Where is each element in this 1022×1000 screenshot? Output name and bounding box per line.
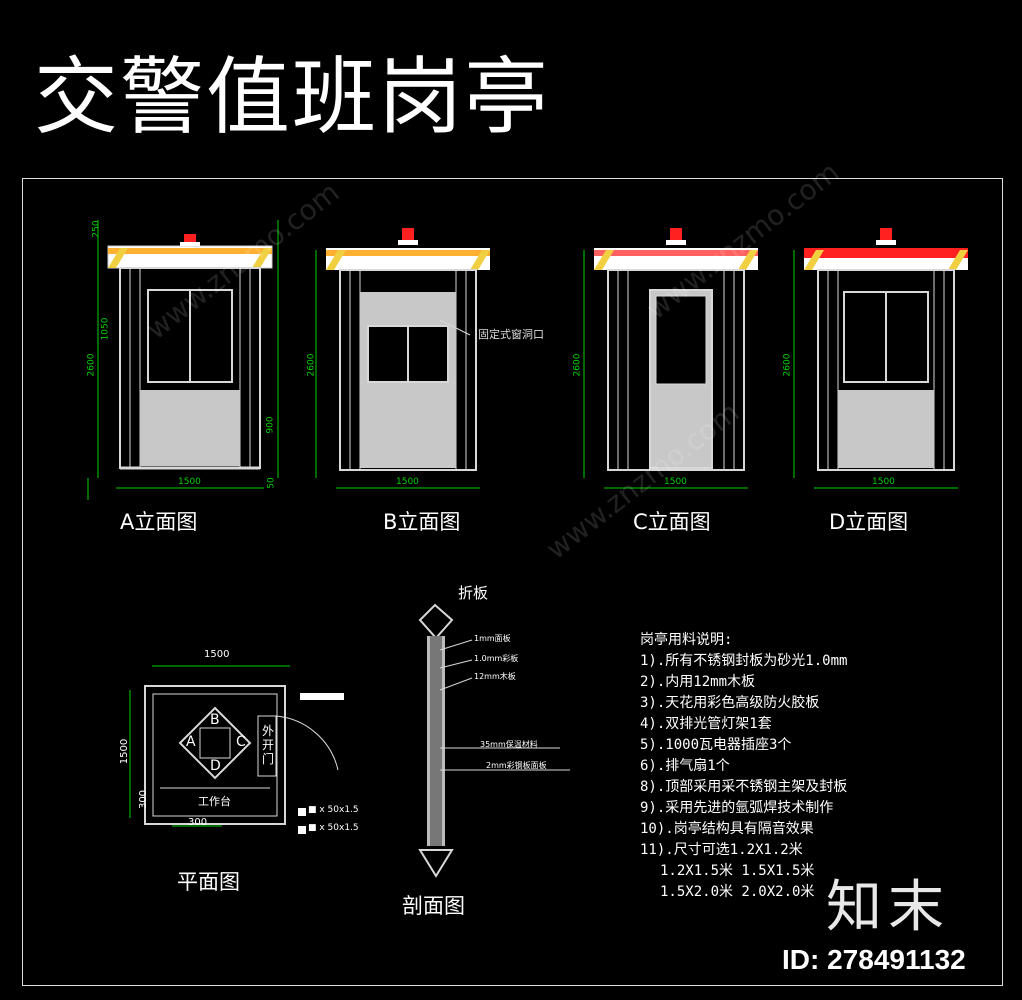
plan-door-label: 外开门 bbox=[262, 724, 275, 766]
plan-side-dim: 300 bbox=[138, 789, 150, 810]
elev-c-height-dim: 2600 bbox=[572, 353, 583, 377]
elev-b-width-dim: 1500 bbox=[396, 477, 419, 487]
section-layer-1: 1mm面板 bbox=[474, 634, 511, 643]
drawing-title: 交警值班岗亭 bbox=[34, 48, 551, 146]
notes-heading: 岗亭用料说明: bbox=[640, 632, 733, 648]
elev-d-width-dim: 1500 bbox=[872, 477, 895, 487]
note-item: 1).所有不锈钢封板为砂光1.0mm bbox=[640, 653, 848, 669]
note-size: 1.2X1.5米 1.5X1.5米 bbox=[660, 863, 815, 879]
elevation-a-label: A立面图 bbox=[120, 510, 198, 534]
section-view bbox=[418, 603, 570, 878]
plan-depth-dim: 1500 bbox=[119, 738, 131, 765]
plan-letter-d: D bbox=[210, 758, 221, 774]
elevation-d-label: D立面图 bbox=[829, 510, 909, 534]
section-layer-2: 1.0mm彩板 bbox=[474, 654, 519, 663]
elevation-c-label: C立面图 bbox=[633, 510, 711, 534]
note-item: 4).双排光管灯架1套 bbox=[640, 716, 772, 732]
elev-c-width-dim: 1500 bbox=[664, 477, 687, 487]
plan-table-label: 工作台 bbox=[198, 795, 231, 808]
plan-legend-2: ■ x 50x1.5 bbox=[308, 823, 359, 833]
elevation-b bbox=[315, 228, 490, 489]
note-item: 5).1000瓦电器插座3个 bbox=[640, 737, 792, 753]
plan-legend-1: ■ x 50x1.5 bbox=[308, 805, 359, 815]
elev-a-height-dim: 2600 bbox=[86, 353, 97, 377]
note-size: 1.5X2.0米 2.0X2.0米 bbox=[660, 884, 815, 900]
section-label: 剖面图 bbox=[402, 894, 465, 918]
plan-letter-a: A bbox=[186, 734, 196, 750]
plan-width-dim: 1500 bbox=[204, 649, 230, 660]
note-item: 6).排气扇1个 bbox=[640, 758, 730, 774]
elev-a-base-dim: 50 bbox=[266, 477, 277, 489]
section-top-label: 折板 bbox=[458, 584, 489, 602]
elev-a-win-dim: 1050 bbox=[100, 317, 111, 341]
note-item: 8).顶部采用采不锈钢主架及封板 bbox=[640, 779, 848, 795]
elev-a-width-dim: 1500 bbox=[178, 477, 201, 487]
drawing-frame bbox=[22, 178, 1003, 986]
elevation-a bbox=[87, 220, 279, 500]
elev-b-annotation: 固定式窗洞口 bbox=[478, 328, 544, 341]
plan-letter-b: B bbox=[210, 712, 220, 728]
material-notes: 岗亭用料说明: 1).所有不锈钢封板为砂光1.0mm 2).内用12mm木板 3… bbox=[640, 630, 847, 903]
section-layer-5: 2mm彩钢板面板 bbox=[486, 761, 547, 770]
elev-b-height-dim: 2600 bbox=[306, 353, 317, 377]
elev-a-mid-dim: 900 bbox=[265, 416, 276, 434]
note-item: 9).采用先进的氩弧焊技术制作 bbox=[640, 800, 834, 816]
elevation-d bbox=[793, 228, 968, 489]
section-layer-4: 35mm保温材料 bbox=[480, 740, 538, 749]
note-item: 3).天花用彩色高级防火胶板 bbox=[640, 695, 820, 711]
elevation-c bbox=[583, 228, 758, 489]
plan-bottom-dim: 300 bbox=[188, 817, 208, 828]
note-item: 2).内用12mm木板 bbox=[640, 674, 756, 690]
note-item: 11).尺寸可选1.2X1.2米 bbox=[640, 842, 803, 858]
elev-d-height-dim: 2600 bbox=[782, 353, 793, 377]
section-layer-3: 12mm木板 bbox=[474, 672, 516, 681]
plan-view bbox=[129, 665, 344, 834]
elevation-b-label: B立面图 bbox=[383, 510, 461, 534]
plan-letter-c: C bbox=[236, 734, 246, 750]
brand-logo: 知末 bbox=[826, 875, 950, 940]
elev-a-top-dim: 250 bbox=[91, 220, 102, 238]
note-item: 10).岗亭结构具有隔音效果 bbox=[640, 821, 814, 837]
image-id: ID: 278491132 bbox=[782, 944, 966, 975]
plan-label: 平面图 bbox=[177, 870, 240, 894]
